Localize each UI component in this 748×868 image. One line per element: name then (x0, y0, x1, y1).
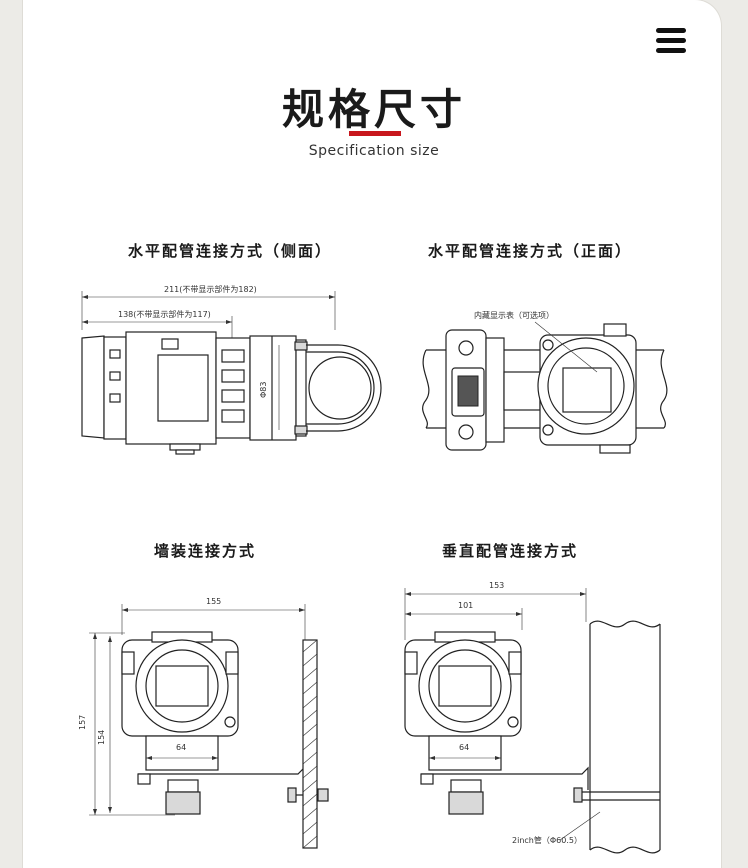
hamburger-menu-icon[interactable] (656, 28, 686, 54)
section-title-horizontal-front: 水平配管连接方式（正面） (427, 242, 632, 260)
section-title-wall-mount: 墙装连接方式 (153, 542, 256, 560)
dim-pipe-diameter: Φ83 (259, 382, 268, 398)
dim-overall-width: 211(不带显示部件为182) (164, 284, 257, 294)
section-title-horizontal-side: 水平配管连接方式（侧面） (127, 242, 332, 260)
dim-vertical-width-inner: 101 (458, 601, 473, 610)
dim-vertical-base: 64 (459, 743, 469, 752)
title-accent-bar (349, 131, 401, 136)
page-subtitle: Specification size (308, 143, 440, 159)
dim-wall-height-inner: 154 (97, 730, 106, 745)
dim-wall-width: 155 (206, 597, 221, 606)
note-built-in-display: 内藏显示表（可选项） (474, 310, 554, 320)
dim-partial-width: 138(不带显示部件为117) (118, 309, 211, 319)
dim-wall-base: 64 (176, 743, 186, 752)
dim-vertical-width-outer: 153 (489, 581, 504, 590)
dim-wall-height-outer: 157 (78, 715, 87, 730)
page-title: 规格尺寸 (281, 85, 466, 134)
section-title-vertical-pipe: 垂直配管连接方式 (441, 542, 578, 560)
note-pipe-size: 2inch管（Φ60.5） (512, 835, 582, 845)
